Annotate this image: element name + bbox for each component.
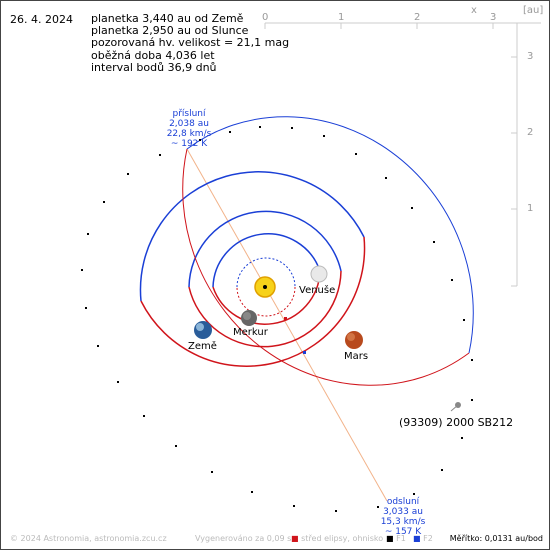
info-period: oběžná doba 4,036 let bbox=[91, 48, 215, 62]
aphelion-temp: ~ 157 K bbox=[384, 527, 422, 537]
aphelion-distance: 3,033 au bbox=[383, 507, 423, 517]
generation-time: Vygenerováno za 0,09 s bbox=[195, 534, 292, 543]
focus-f2-marker bbox=[303, 351, 306, 354]
earth-orbit bbox=[188, 210, 342, 348]
x-tick-label: 3 bbox=[490, 12, 497, 23]
earth-label: Země bbox=[188, 341, 217, 352]
venus-label: Venuše bbox=[299, 285, 336, 296]
coordinate-axes bbox=[264, 22, 541, 287]
mercury-label: Merkur bbox=[233, 327, 268, 338]
legend-f1: ■ F1 bbox=[386, 534, 406, 543]
perihelion-label: přísluní 2,038 au 22,8 km/s ~ 192 K bbox=[159, 109, 219, 149]
mercury-orbit bbox=[236, 257, 296, 317]
y-tick-label: 3 bbox=[527, 51, 534, 62]
asteroid-orbit-points bbox=[81, 126, 473, 512]
apsis-line bbox=[186, 148, 388, 502]
y-tick-label: 2 bbox=[527, 127, 534, 138]
info-point-interval: interval bodů 36,9 dnů bbox=[91, 60, 217, 74]
mars-label: Mars bbox=[344, 351, 369, 362]
aphelion-label: odsluní 3,033 au 15,3 km/s ~ 157 K bbox=[373, 497, 433, 537]
info-sun-distance: planetka 2,950 au od Slunce bbox=[91, 24, 249, 38]
mercury-icon bbox=[241, 310, 257, 326]
earth-icon bbox=[194, 321, 212, 339]
perihelion-distance: 2,038 au bbox=[169, 119, 209, 129]
x-tick-label: 0 bbox=[262, 12, 269, 23]
info-block: planetka 3,440 au od Země planetka 2,950… bbox=[91, 12, 290, 74]
venus-icon bbox=[310, 265, 328, 283]
y-tick-label: 1 bbox=[527, 203, 534, 214]
asteroid-icon bbox=[450, 402, 461, 412]
perihelion-speed: 22,8 km/s bbox=[166, 129, 212, 139]
axis-unit: [au] bbox=[523, 5, 544, 16]
legend-f2-label: F2 bbox=[423, 534, 433, 543]
aphelion-speed: 15,3 km/s bbox=[380, 517, 426, 527]
scale-label: Měřítko: 0,0131 au/bod bbox=[449, 534, 543, 543]
perihelion-temp: ~ 192 K bbox=[170, 139, 208, 149]
aphelion-title: odsluní bbox=[386, 497, 420, 507]
venus-orbit bbox=[212, 233, 321, 325]
legend-f2: ■ F2 bbox=[413, 534, 433, 543]
perihelion-title: přísluní bbox=[172, 109, 206, 119]
copyright-link[interactable]: © 2024 Astronomia, astronomia.zcu.cz bbox=[10, 534, 167, 543]
mars-orbit bbox=[139, 171, 366, 367]
asteroid-orbit bbox=[182, 116, 474, 386]
date-label: 26. 4. 2024 bbox=[10, 13, 73, 26]
legend-centre: ■ střed elipsy, ohnisko bbox=[291, 534, 384, 543]
info-earth-distance: planetka 3,440 au od Země bbox=[91, 12, 244, 25]
mars-icon bbox=[345, 331, 363, 349]
x-tick-label: 1 bbox=[338, 12, 345, 23]
sun-icon bbox=[254, 276, 276, 298]
x-tick-label: 2 bbox=[414, 12, 421, 23]
legend-centre-label: střed elipsy, ohnisko bbox=[301, 534, 384, 543]
ellipse-centre-marker bbox=[284, 317, 287, 320]
x-axis-name: x bbox=[471, 5, 477, 16]
info-magnitude: pozorovaná hv. velikost = 21,1 mag bbox=[91, 36, 290, 50]
legend-f1-label: F1 bbox=[396, 534, 406, 543]
asteroid-label: (93309) 2000 SB212 bbox=[399, 416, 514, 429]
